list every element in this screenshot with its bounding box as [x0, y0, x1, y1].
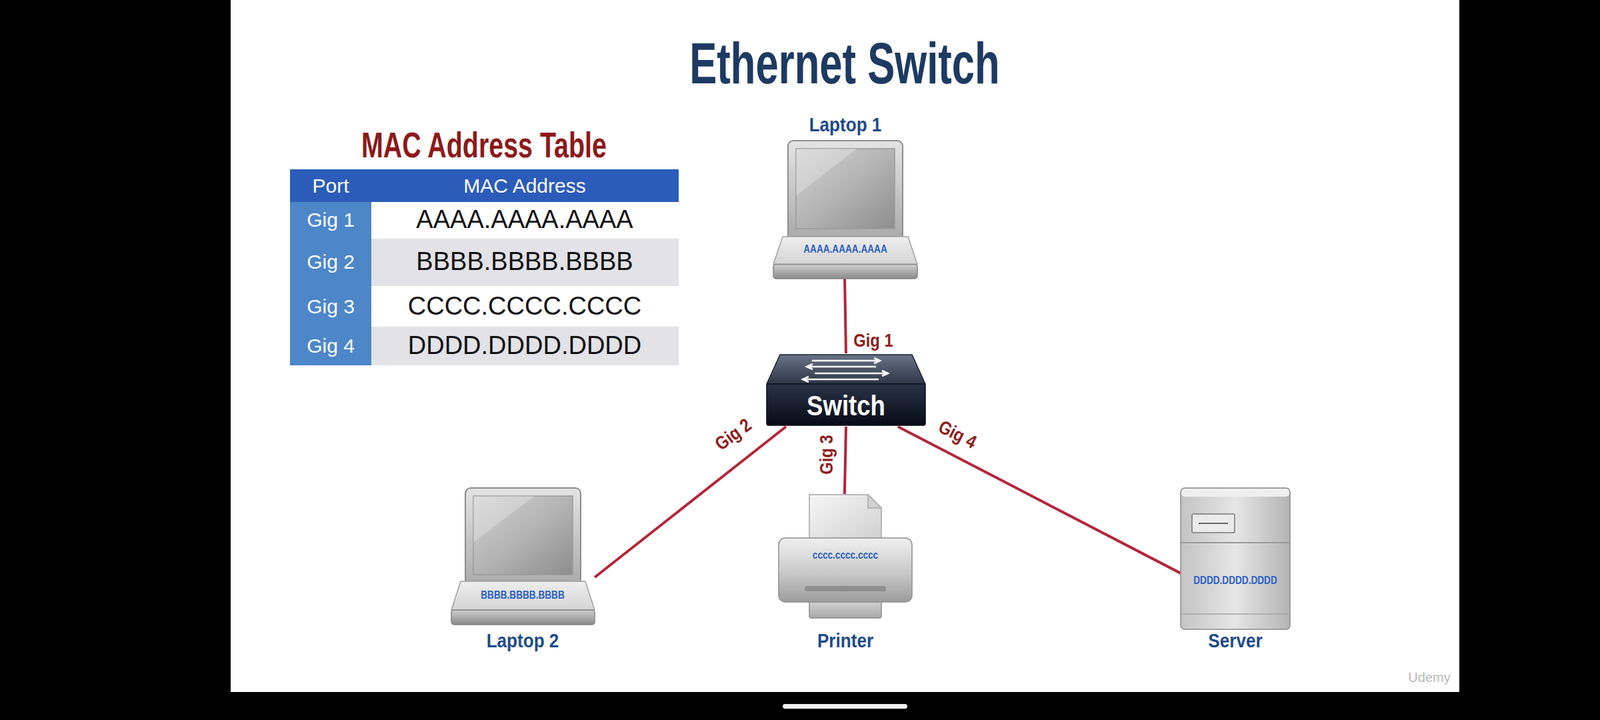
laptop-deck — [773, 236, 918, 265]
laptop-screen — [473, 496, 573, 575]
device-label: Laptop 1 — [809, 113, 882, 137]
slide-panel — [230, 0, 1460, 692]
mac-address: BBBB.BBBB.BBBB — [480, 589, 564, 602]
home-indicator — [782, 704, 908, 709]
laptop-node: Laptop 1 AAAA.AAAA.AAAA — [766, 106, 924, 279]
drive-slot — [1192, 514, 1235, 533]
switch-arrow-head — [874, 358, 880, 364]
printer-body — [778, 538, 912, 602]
table-port: Gig 1 — [306, 208, 355, 232]
switch-arrow-head — [802, 376, 809, 382]
mac-address: AAAA.AAAA.AAAA — [803, 243, 887, 256]
paper-fold — [868, 494, 882, 508]
device-label: Printer — [817, 629, 874, 653]
table-mac: BBBB.BBBB.BBBB — [416, 247, 633, 277]
ethernet-cable — [844, 426, 846, 494]
table-port-column — [290, 202, 372, 366]
device-label: Laptop 2 — [486, 629, 560, 653]
laptop-screen — [796, 148, 895, 229]
table-mac: DDDD.DDDD.DDDD — [408, 331, 642, 361]
table-header: Port — [312, 174, 349, 198]
table-title: MAC Address Table — [361, 124, 607, 166]
server-groove — [1180, 613, 1290, 615]
table-header-band — [290, 169, 679, 202]
switch-arrow — [812, 360, 880, 362]
table-header: MAC Address — [463, 174, 586, 198]
switch-node: Switch — [765, 353, 927, 427]
server-node: Server DDDD.DDDD.DDDD — [1180, 483, 1290, 660]
port-label: Gig 1 — [853, 330, 894, 352]
switch-arrow-head — [882, 370, 888, 376]
table-row — [371, 238, 679, 286]
drive-slit — [1198, 522, 1228, 524]
laptop-lid — [465, 488, 581, 587]
switch-top — [766, 354, 926, 384]
ethernet-cable — [898, 426, 1181, 574]
table-mac: CCCC.CCCC.CCCC — [408, 292, 642, 322]
device-label: Server — [1208, 629, 1262, 653]
port-label: Gig 3 — [816, 434, 838, 475]
table-port: Gig 4 — [306, 334, 355, 358]
printer-slot — [804, 586, 886, 592]
screen-glare — [473, 496, 535, 542]
printer-node: Printer cccc.cccc.cccc — [771, 494, 920, 660]
ethernet-cable — [844, 278, 846, 354]
switch-arrow-head — [806, 364, 813, 370]
mac-address: DDDD.DDDD.DDDD — [1193, 574, 1277, 587]
server-case — [1180, 488, 1290, 630]
switch-arrow — [802, 378, 879, 381]
port-label: Gig 4 — [934, 416, 980, 454]
switch-label: Switch — [806, 390, 886, 422]
table-row — [371, 202, 679, 239]
switch-front — [766, 384, 926, 426]
port-label: Gig 2 — [710, 414, 756, 455]
table-mac: AAAA.AAAA.AAAA — [416, 205, 633, 235]
laptop-front-edge — [773, 264, 918, 279]
table-row — [371, 286, 679, 327]
laptop-node: Laptop 2 BBBB.BBBB.BBBB — [444, 483, 595, 660]
screen-glare — [796, 148, 857, 196]
switch-arrow — [814, 372, 888, 375]
table-port: Gig 2 — [306, 250, 355, 274]
ethernet-cable — [594, 426, 786, 578]
laptop-deck — [451, 581, 595, 610]
watermark: Udemy — [1408, 670, 1450, 686]
slide-title: Ethernet Switch — [689, 29, 1000, 97]
server-bay-line — [1180, 542, 1290, 544]
printer-paper — [809, 494, 882, 542]
switch-arrow — [806, 366, 876, 368]
laptop-lid — [788, 140, 903, 241]
table-port: Gig 3 — [306, 295, 355, 319]
server-top — [1181, 488, 1290, 497]
mac-address: cccc.cccc.cccc — [812, 549, 878, 562]
laptop-front-edge — [451, 610, 595, 625]
table-row — [371, 326, 679, 366]
